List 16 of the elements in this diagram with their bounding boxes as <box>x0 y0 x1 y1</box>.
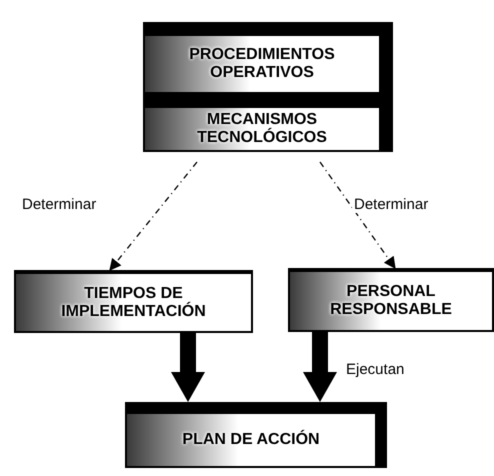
process-box <box>14 270 253 333</box>
box-label: PLAN DE ACCIÓN <box>182 431 320 449</box>
box-label: TIEMPOS DE IMPLEMENTACIÓN <box>60 284 207 320</box>
arrow <box>305 332 335 402</box>
arrow <box>173 333 203 402</box>
box-label: MECANISMOS TECNOLÓGICOS <box>196 111 328 147</box>
process-box <box>125 402 387 468</box>
arrow <box>319 162 396 269</box>
process-box <box>143 94 393 152</box>
edge-label: Ejecutan <box>344 361 406 378</box>
edge-label: Determinar <box>352 196 430 213</box>
process-box <box>288 268 494 332</box>
box-label: PROCEDIMIENTOS OPERATIVOS <box>188 46 336 82</box>
arrow <box>109 162 198 271</box>
process-box <box>143 22 393 94</box>
box-label: PERSONAL RESPONSABLE <box>329 283 453 319</box>
